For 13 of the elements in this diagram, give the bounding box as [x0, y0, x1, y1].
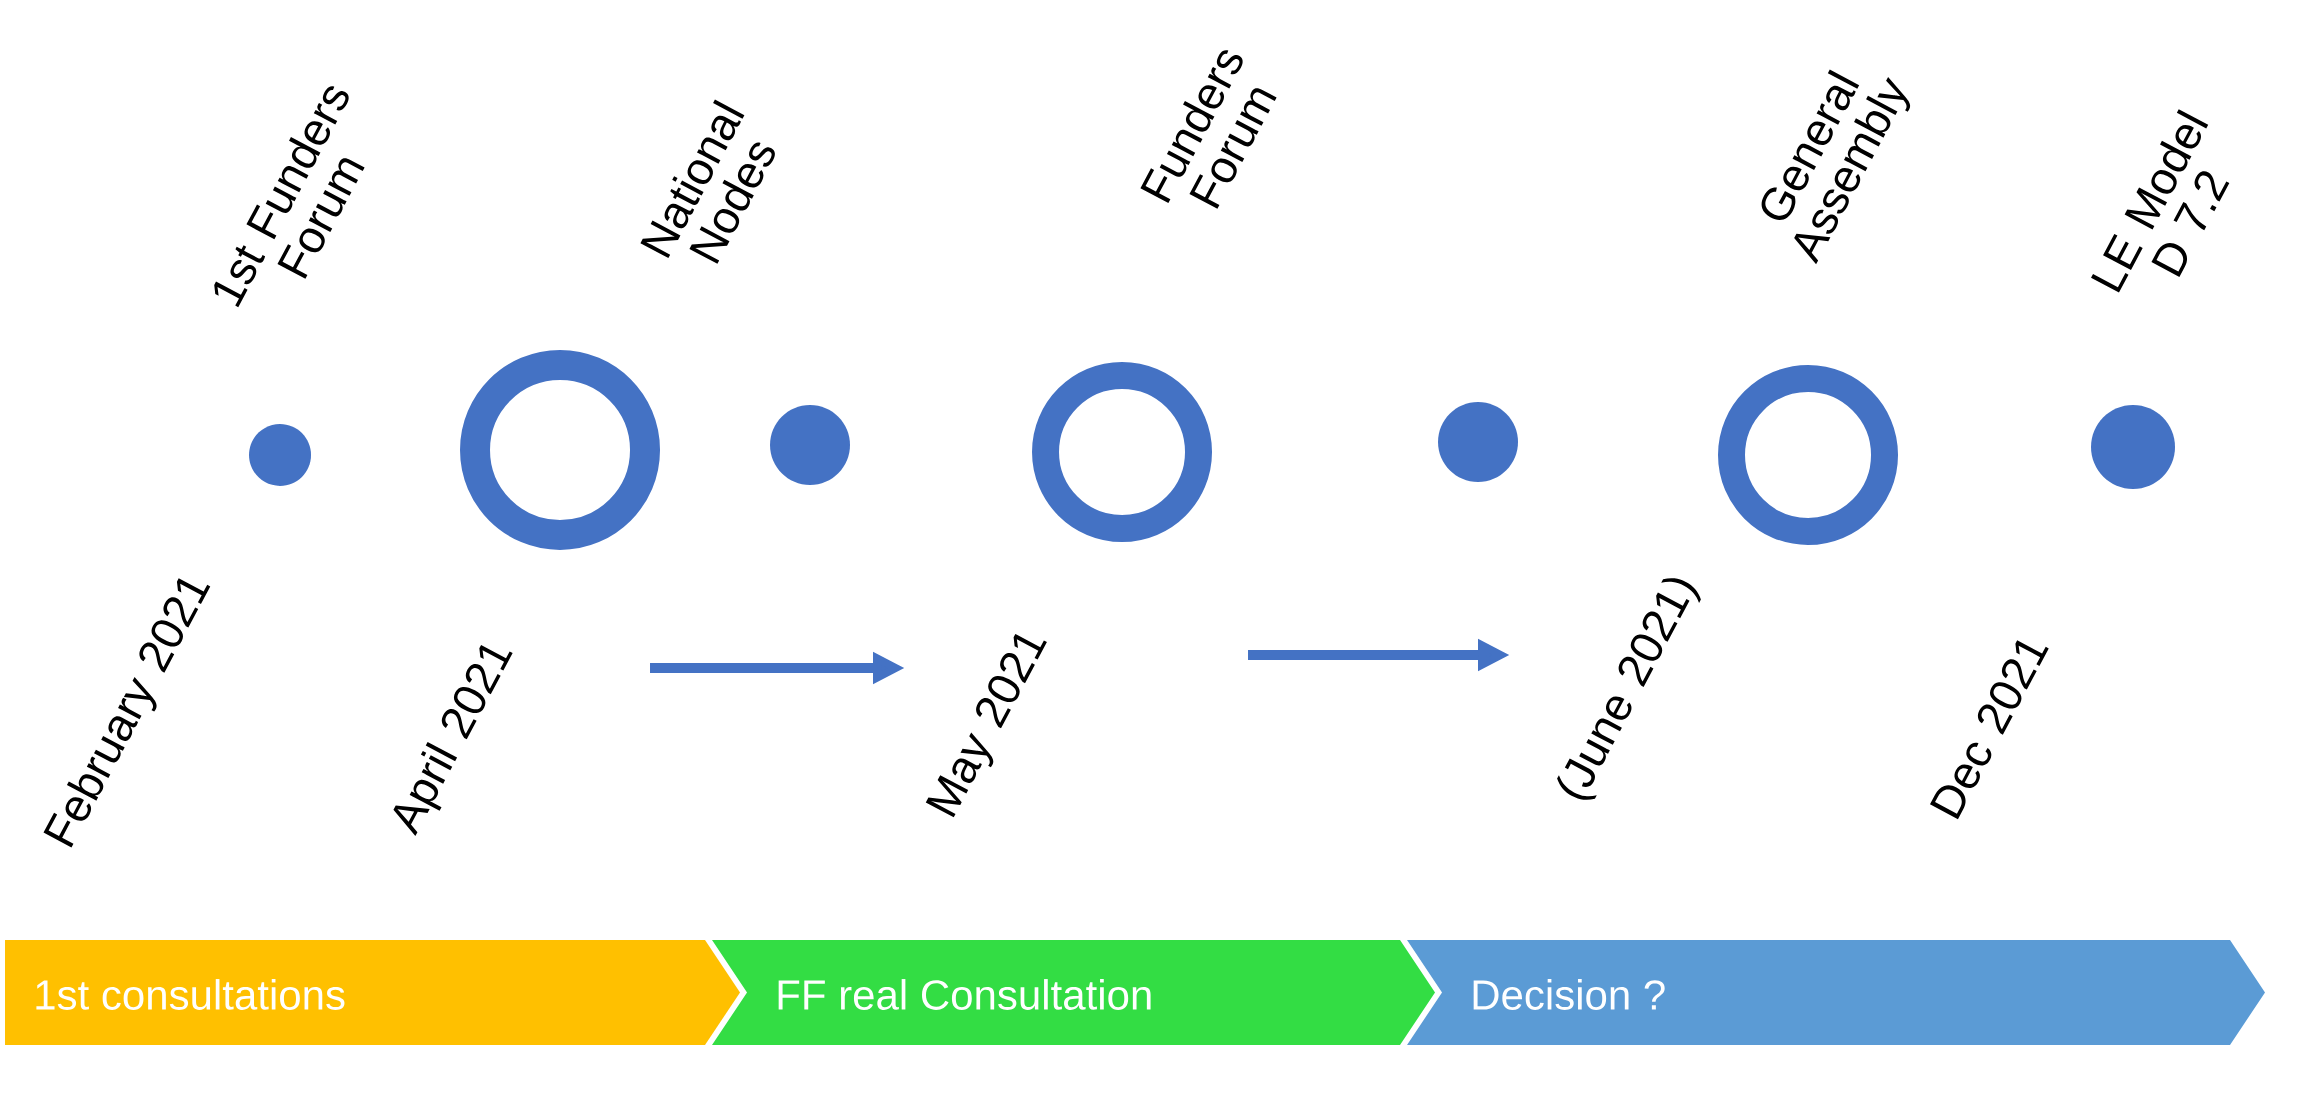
- date-label: May 2021: [925, 633, 1047, 818]
- timeline-dot: [2091, 405, 2175, 489]
- timeline-ring: [1032, 362, 1212, 542]
- chevron-band: 1st consultations: [5, 940, 740, 1045]
- timeline-dot: [1438, 402, 1518, 482]
- chevron-band: FF real Consultation: [712, 940, 1435, 1045]
- timeline-ring: [460, 350, 660, 550]
- chevron-band: Decision ?: [1407, 940, 2265, 1045]
- date-label: April 2021: [393, 645, 513, 837]
- date-label: Dec 2021: [1930, 640, 2049, 820]
- timeline-dot: [249, 424, 311, 486]
- timeline-dot: [770, 405, 850, 485]
- timeline-ring: [1718, 365, 1898, 545]
